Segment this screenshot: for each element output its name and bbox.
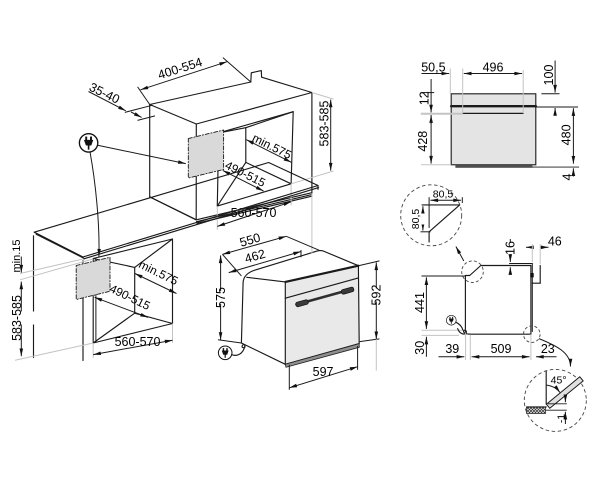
- svg-text:480: 480: [560, 124, 574, 145]
- svg-text:509: 509: [491, 342, 512, 356]
- svg-text:583-585: 583-585: [318, 101, 332, 147]
- svg-text:4: 4: [560, 173, 574, 180]
- svg-text:min.15: min.15: [11, 239, 23, 272]
- svg-text:39: 39: [445, 342, 459, 356]
- svg-text:12: 12: [417, 91, 431, 105]
- svg-text:560-570: 560-570: [231, 206, 277, 220]
- svg-text:462: 462: [243, 247, 267, 266]
- svg-text:592: 592: [370, 285, 384, 306]
- svg-text:496: 496: [483, 61, 504, 75]
- svg-text:-1: -1: [555, 414, 567, 423]
- svg-text:100: 100: [542, 65, 556, 86]
- svg-text:80,5: 80,5: [433, 188, 454, 200]
- svg-text:583-585: 583-585: [10, 295, 24, 341]
- svg-text:30: 30: [413, 341, 427, 355]
- svg-text:46: 46: [548, 235, 562, 249]
- svg-text:45°: 45°: [551, 374, 567, 386]
- svg-text:550: 550: [238, 231, 262, 250]
- svg-text:428: 428: [416, 131, 430, 152]
- svg-text:23: 23: [541, 342, 555, 356]
- svg-text:80,5: 80,5: [410, 209, 422, 230]
- svg-text:575: 575: [214, 287, 228, 308]
- svg-text:441: 441: [413, 292, 427, 313]
- svg-text:50,5: 50,5: [421, 61, 445, 75]
- svg-text:16: 16: [504, 241, 518, 255]
- svg-text:560-570: 560-570: [115, 335, 161, 349]
- svg-text:597: 597: [313, 365, 334, 379]
